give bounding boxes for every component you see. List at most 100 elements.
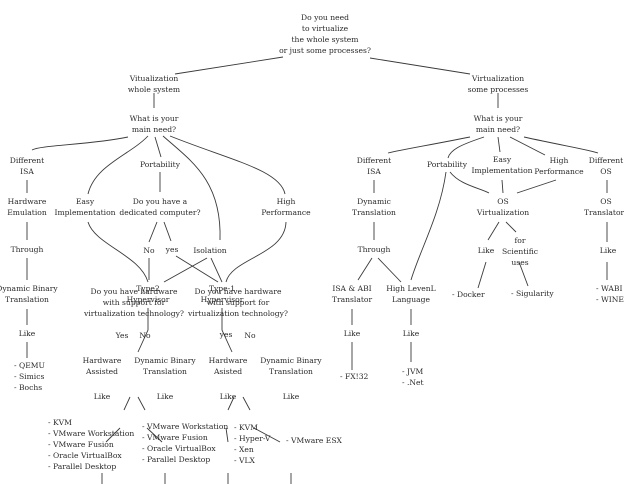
- node-line: Virtualization: [471, 74, 524, 83]
- node-line: Portability: [427, 160, 468, 169]
- node-line: with support for: [103, 298, 166, 307]
- connector-line: [174, 56, 284, 75]
- node-r-docker: - Docker: [452, 290, 485, 299]
- node-t1-no: No: [244, 331, 256, 340]
- node-t1-yes: yes: [219, 330, 233, 339]
- node-line: Easy: [493, 155, 512, 164]
- node-line: OS: [600, 197, 611, 206]
- connector-line: [123, 396, 131, 411]
- node-line: ISA & ABI: [332, 284, 371, 293]
- node-t2-dbt-like: Like: [157, 392, 174, 401]
- connector-line: [369, 57, 471, 75]
- connector-line: [225, 221, 287, 283]
- node-line: virtualization technology?: [83, 309, 184, 318]
- node-line: Translators: [584, 208, 624, 217]
- node-line: the whole system: [292, 35, 359, 44]
- node-line: Translation: [143, 367, 187, 376]
- node-line: Translator: [332, 295, 373, 304]
- node-r-through: Through: [358, 245, 391, 254]
- connector-line: [146, 427, 163, 443]
- connector-line: [225, 427, 229, 443]
- node-line: - Bochs: [14, 383, 42, 392]
- node-line: - Parallel Desktop: [142, 455, 210, 464]
- node-t2-yes: Yes: [115, 331, 129, 340]
- node-t2-hw-list: - KVM- VMware Workstation- VMware Fusion…: [48, 418, 134, 471]
- connector-line: [497, 136, 501, 153]
- node-line: What is your: [130, 114, 179, 123]
- node-line: No: [139, 331, 151, 340]
- node-line: High LevenL: [386, 284, 435, 293]
- node-line: Like: [344, 329, 361, 338]
- node-line: - VMware Workstation: [142, 422, 228, 431]
- node-line: Language: [392, 295, 431, 304]
- node-line: Translation: [352, 208, 396, 217]
- connector-line: [148, 221, 158, 243]
- node-line: Dynamic Binary: [260, 356, 322, 365]
- node-line: to virtualize: [302, 24, 349, 33]
- connector-line: [449, 171, 490, 194]
- node-line: Hardware: [8, 197, 47, 206]
- node-line: Like: [157, 392, 174, 401]
- node-l-need: What is your main need?: [130, 114, 179, 134]
- node-line: Scientific: [502, 247, 538, 256]
- node-line: Translation: [269, 367, 313, 376]
- node-line: Type2: [136, 284, 160, 293]
- connector-line: [105, 427, 121, 443]
- node-line: - JVM: [402, 367, 424, 376]
- node-line: Do you have hardware: [195, 287, 282, 296]
- node-line: - VMware Fusion: [142, 433, 208, 442]
- node-line: Hypervisor: [201, 295, 244, 304]
- node-line: - Parallel Desktop: [48, 462, 116, 471]
- node-line: Like: [283, 392, 300, 401]
- node-t1-dbt-list: - VMware ESX: [286, 436, 343, 445]
- node-line: virtualization technology?: [187, 309, 288, 318]
- node-line: Like: [220, 392, 237, 401]
- node-line: - Oracle VirtualBox: [142, 444, 216, 453]
- connector-line: [163, 257, 208, 283]
- node-line: with support for: [207, 298, 270, 307]
- node-line: Through: [11, 245, 44, 254]
- connector-line: [509, 136, 546, 156]
- node-line: Do you have hardware: [91, 287, 178, 296]
- node-line: Hardware: [209, 356, 248, 365]
- node-line: main need?: [132, 125, 176, 134]
- node-l-no: No: [143, 246, 155, 255]
- node-l-port: Portability: [140, 160, 181, 169]
- node-line: yes: [165, 245, 179, 254]
- node-line: Isolation: [193, 246, 226, 255]
- node-line: Hypervisor: [127, 295, 170, 304]
- node-line: Different: [357, 156, 391, 165]
- node-line: dedicated computer?: [119, 208, 200, 217]
- node-l-isolation: Isolation: [193, 246, 226, 255]
- node-line: Implementation: [471, 166, 532, 175]
- node-l-like: Like: [19, 329, 36, 338]
- node-line: Performance: [261, 208, 311, 217]
- node-line: - Docker: [452, 290, 485, 299]
- node-line: Like: [94, 392, 111, 401]
- node-line: Easy: [76, 197, 95, 206]
- connector-line: [221, 308, 233, 353]
- node-r-hll-like: Like: [403, 329, 420, 338]
- node-r-port: Portability: [427, 160, 468, 169]
- node-line: Different: [589, 156, 623, 165]
- node-l-through: Through: [11, 245, 44, 254]
- node-line: Portability: [140, 160, 181, 169]
- node-line: Yes: [115, 331, 129, 340]
- node-line: Dynamic: [357, 197, 391, 206]
- node-line: Like: [19, 329, 36, 338]
- node-t2-dbt-list: - VMware Workstation - VMware Fusion - Ora…: [142, 422, 228, 464]
- node-line: - VLX: [234, 456, 256, 465]
